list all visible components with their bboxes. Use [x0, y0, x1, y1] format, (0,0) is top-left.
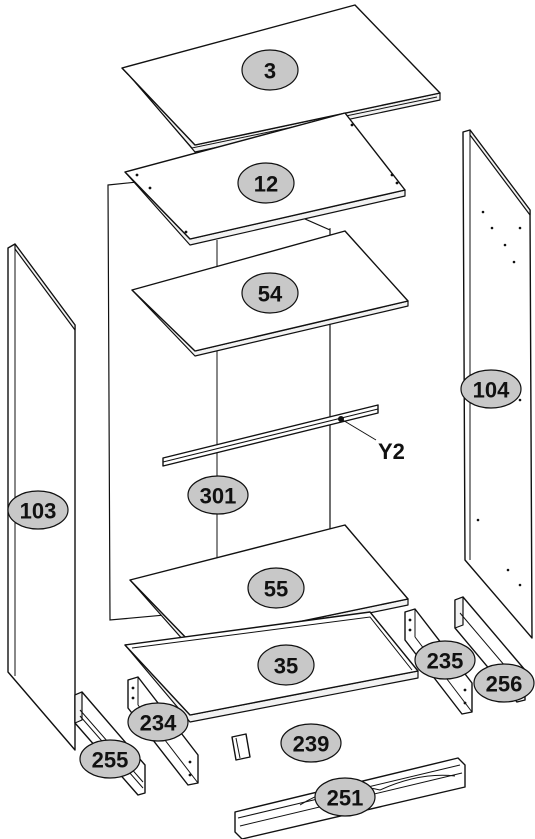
part-label-3: 3	[241, 49, 299, 91]
part-label-234: 234	[127, 702, 189, 742]
svg-text:234: 234	[140, 711, 177, 736]
svg-text:301: 301	[200, 484, 237, 509]
callout-label-y2: Y2	[378, 439, 405, 464]
part-label-255: 255	[79, 739, 141, 779]
part-label-54: 54	[241, 272, 299, 314]
svg-text:239: 239	[293, 732, 330, 757]
rail-301	[162, 404, 379, 467]
part-label-103: 103	[7, 490, 69, 530]
part-label-301: 301	[187, 475, 249, 515]
block-239	[231, 733, 251, 761]
part-label-104: 104	[460, 369, 522, 409]
svg-text:54: 54	[258, 282, 283, 307]
svg-text:251: 251	[327, 786, 364, 811]
svg-text:255: 255	[92, 748, 129, 773]
svg-text:12: 12	[254, 172, 278, 197]
part-label-251: 251	[314, 777, 376, 817]
part-label-256: 256	[473, 663, 535, 703]
part-label-235: 235	[414, 640, 476, 680]
part-label-55: 55	[247, 567, 305, 609]
svg-text:3: 3	[264, 59, 276, 84]
part-label-35: 35	[257, 644, 315, 686]
part-label-12: 12	[237, 162, 295, 204]
svg-text:55: 55	[264, 577, 288, 602]
panel-12-holes	[135, 123, 399, 234]
svg-text:235: 235	[427, 649, 464, 674]
svg-text:256: 256	[486, 672, 523, 697]
svg-text:104: 104	[473, 378, 510, 403]
part-label-239: 239	[280, 723, 342, 763]
side-panel-104-holes	[476, 210, 522, 587]
svg-text:103: 103	[20, 499, 57, 524]
svg-text:35: 35	[274, 654, 298, 679]
